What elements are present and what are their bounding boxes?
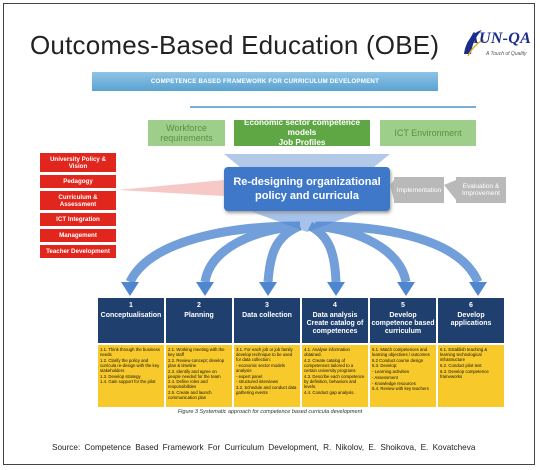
step-header-4: 4 Data analysis Create catalog of compet… [302,298,368,343]
step-detail-line: 6.1. Establish teaching & learning techn… [440,347,488,363]
flow-arrowheads [121,282,487,296]
evaluation-arrow [444,180,456,200]
step-detail-line: 6.2. Conduct pilot test [440,362,482,368]
implementation-arrow [390,180,394,200]
step-header-5: 5 Develop competence based curriculum [370,298,436,343]
step-detail-line: 1.2. Clarify the policy and curricula re… [100,357,160,373]
policy-areas-list: University Policy & Vision Pedagogy Curr… [40,153,116,261]
step-detail-line: 4.4. Conduct gap analysis. [304,389,355,395]
step-header-3: 3 Data collection [234,298,300,343]
evaluation-improvement-box: Evaluation & Improvement [456,177,506,203]
logo-swirl-icon [464,30,484,57]
policy-area-item: Teacher Development [40,245,116,258]
flow-arrowhead-3 [259,282,277,296]
flow-arrow-2 [200,221,301,284]
logo-tagline: A Touch of Quality [486,51,527,57]
step-number: 2 [197,302,201,309]
aun-qa-logo: AUN-QA A Touch of Quality [462,26,532,68]
policy-area-item: Curriculum & Assessment [40,191,116,210]
step-detail-line: 4.1. Analyse information obtained. [304,347,350,358]
step-detail-line: - economic sector models analysis [236,362,285,373]
step-number: 6 [469,302,473,309]
step-label: Data collection [242,312,292,319]
policy-area-item: University Policy & Vision [40,153,116,172]
step-label: Develop applications [450,312,492,327]
step-detail-line: 5.4. Review with key teachers [372,386,429,392]
step-label: Planning [184,312,214,319]
flow-arrow-4 [307,221,341,283]
source-citation: Source: Competence Based Framework For C… [52,443,476,452]
policy-area-item: Pedagogy [40,175,116,188]
step-detail-line: 1.4. Gain support for the pilot [100,379,156,385]
redesign-policy-box: Re-designing organizational policy and c… [224,167,390,211]
step-detail-line: 6.3. Develop competence frameworks [440,368,489,379]
flow-arrow-6 [317,221,483,285]
step-label: Conceptualisation [100,312,162,319]
step-details-1: 1.1. Think through the business needs 1.… [98,345,164,407]
job-profiles-label: Job Profiles [278,138,326,147]
main-funnel [250,211,364,232]
step-detail-line: 3.2. Schedule and conduct data gathering… [236,385,297,396]
step-number: 4 [333,302,337,309]
step-detail-line: 2.5. Create and launch communication pla… [168,390,212,401]
framework-banner: COMPETENCE BASED FRAMEWORK FOR CURRICULU… [92,72,438,91]
logo-text: AUN-QA [468,30,532,47]
step-number: 1 [129,302,133,309]
policy-area-item: Management [40,229,116,242]
step-detail-line: - structured interviews [236,379,279,385]
step-label: Data analysis Create catalog of competen… [306,312,364,335]
figure-caption: Figure 3 Systematic approach for compete… [177,409,363,415]
step-header-1: 1 Conceptualisation [98,298,164,343]
step-header-2: 2 Planning [166,298,232,343]
step-label: Develop competence based curriculum [371,312,435,335]
left-arrow [118,180,224,196]
step-number: 5 [401,302,405,309]
step-details-5: 5.1. Match competences and learning obje… [370,345,436,407]
step-detail-line: 1.3. Develop strategy [100,373,141,379]
step-detail-line: - expert panel [236,373,263,379]
flow-arrowhead-6 [469,282,487,296]
policy-area-item: ICT Integration [40,213,116,226]
step-detail-line: 2.2. Review concept; develop plan & time… [168,357,225,368]
step-details-4: 4.1. Analyse information obtained. 4.2. … [302,345,368,407]
slide-title: Outcomes-Based Education (OBE) [30,30,440,60]
economic-competence-label: Economic sector competence models [243,118,361,137]
step-detail-line: - Assessment [372,374,398,380]
flow-arrowhead-2 [196,282,214,296]
top-funnel [224,154,390,167]
step-details-6: 6.1. Establish teaching & learning techn… [438,345,504,407]
step-detail-line: - Knowledge resources [372,380,416,386]
flow-arrowhead-1 [121,282,139,296]
step-detail-line: 5.3. Develop: [372,363,398,369]
step-number: 3 [265,302,269,309]
step-detail-line: 2.3. Identify and agree on people needed… [168,368,221,379]
step-detail-line: 2.1. Working meeting with the key staff [168,347,225,358]
step-detail-line: 1.1. Think through the business needs [100,347,160,358]
flow-arrows [125,221,483,285]
flow-arrow-3 [263,221,302,283]
step-detail-line: 4.2. Create catalog of competences tailo… [304,357,356,373]
economic-competence-box: Economic sector competence models Job Pr… [234,118,370,147]
flow-arrowhead-4 [327,282,345,296]
ict-environment-box: ICT Environment [380,120,476,146]
step-details-2: 2.1. Working meeting with the key staff … [166,345,232,407]
step-details-3: 3.1. For each job or job family develop … [234,345,300,407]
step-detail-line: 5.2 Conduct course design [372,357,424,363]
step-detail-line: 2.4. Define roles and responsibilities [168,379,208,390]
step-header-6: 6 Develop applications [438,298,504,343]
flow-arrowhead-5 [397,282,415,296]
step-detail-line: 5.1. Match competences and learning obje… [372,347,430,358]
step-detail-line: - Learning activities [372,369,410,375]
implementation-box: Implementation [394,177,444,203]
workforce-requirements-box: Workforce requirements [148,120,225,146]
step-detail-line: 3.1. For each job or job family develop … [236,347,293,363]
step-detail-line: 4.3. Describe each competence by definit… [304,373,365,389]
